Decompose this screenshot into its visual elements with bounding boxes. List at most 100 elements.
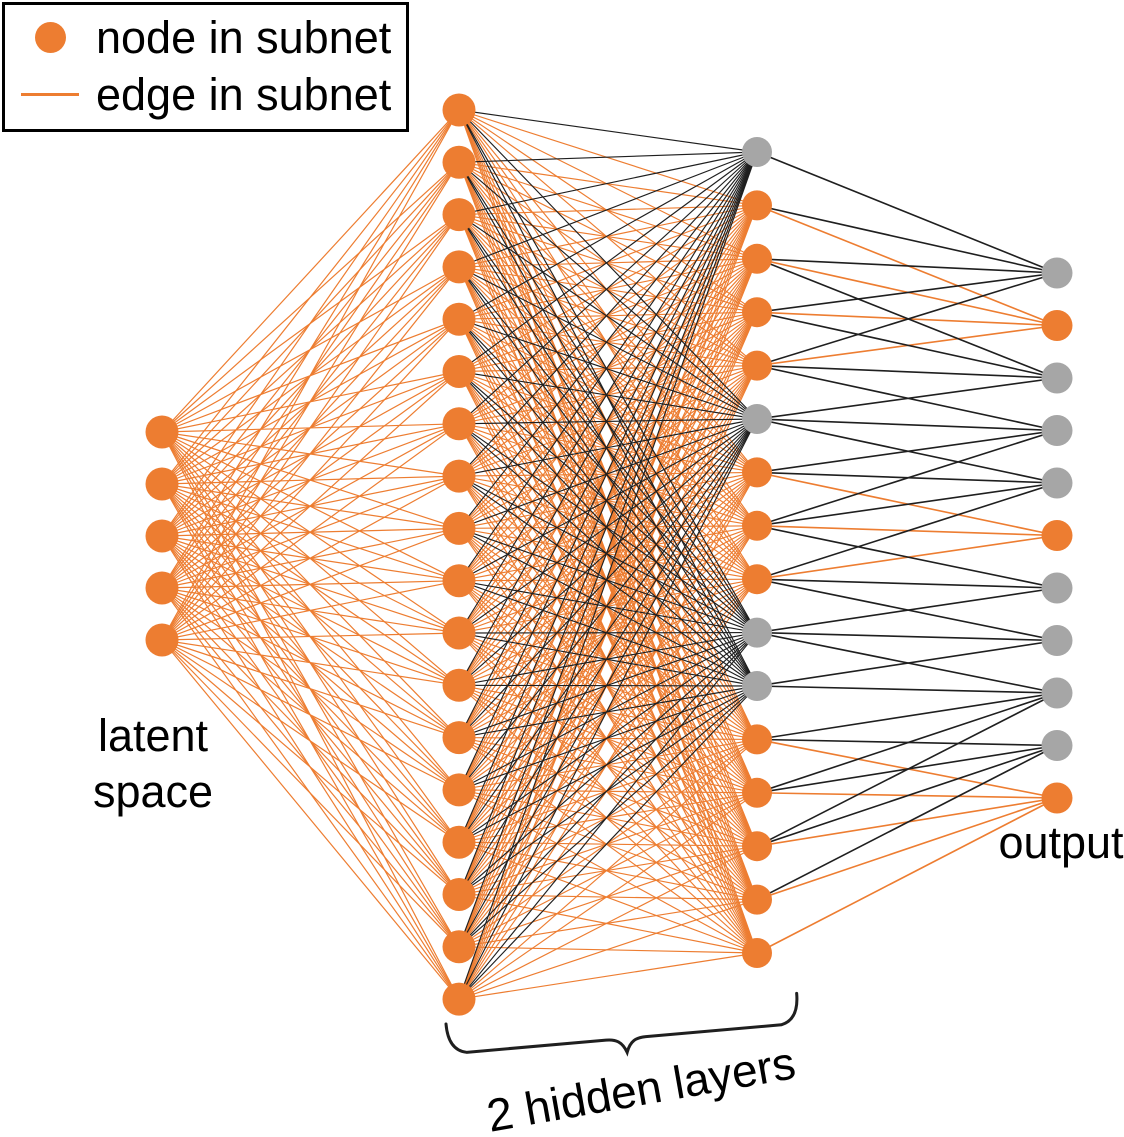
network-edge xyxy=(756,692,1058,741)
network-edge xyxy=(756,578,1058,589)
network-edge xyxy=(458,151,758,843)
hidden2-node xyxy=(742,457,772,488)
network-edge xyxy=(756,311,1058,379)
network-edge xyxy=(458,792,758,1000)
network-edge xyxy=(458,738,758,1000)
network-edge xyxy=(458,151,758,895)
network-edge xyxy=(458,205,758,1000)
output-node xyxy=(1041,730,1073,761)
hidden-layers-brace xyxy=(444,991,799,1057)
network-edge xyxy=(161,109,460,433)
network-edge xyxy=(756,418,1058,432)
latent-node xyxy=(145,623,179,657)
network-edge xyxy=(756,744,1058,847)
network-edge xyxy=(458,423,758,634)
network-edge xyxy=(756,578,1058,642)
network-edge xyxy=(458,632,758,1000)
subnet-node-icon xyxy=(34,22,66,53)
hidden1-node xyxy=(442,198,476,232)
network-edge xyxy=(458,418,758,1000)
network-edge xyxy=(458,151,758,425)
network-edge xyxy=(458,685,758,1000)
hidden1-node xyxy=(442,93,476,127)
network-edge xyxy=(756,744,1058,794)
network-edge xyxy=(161,109,460,537)
network-edge xyxy=(458,151,758,529)
nodes-layer xyxy=(145,93,1073,1016)
hidden2-node xyxy=(742,404,772,434)
hidden2-node xyxy=(742,617,772,648)
network-edge xyxy=(458,151,758,738)
legend-swatch-cell xyxy=(19,93,81,96)
network-edge xyxy=(161,109,460,485)
network-edge xyxy=(161,639,460,686)
hidden2-node xyxy=(742,777,772,808)
network-edge xyxy=(756,525,1058,589)
network-edge xyxy=(458,845,758,1000)
network-edge xyxy=(458,952,758,1000)
network-edge xyxy=(458,632,758,791)
network-edge xyxy=(458,318,758,420)
network-edge xyxy=(458,258,758,1000)
network-edge xyxy=(756,272,1058,367)
network-edge xyxy=(458,370,758,420)
network-edge xyxy=(161,639,460,739)
network-edge xyxy=(458,266,758,633)
output-node xyxy=(1041,362,1073,394)
network-edge xyxy=(458,151,758,634)
hidden1-node xyxy=(442,145,476,179)
network-edge xyxy=(458,151,758,948)
network-edge xyxy=(458,475,758,634)
network-edge xyxy=(161,423,460,641)
network-edge xyxy=(458,318,758,633)
hidden2-node xyxy=(742,671,772,701)
network-edge xyxy=(458,151,758,163)
network-edge xyxy=(161,639,460,1000)
network-edge xyxy=(458,109,758,420)
network-edge xyxy=(756,258,1058,274)
network-edge xyxy=(756,471,1058,484)
network-edge xyxy=(458,151,758,791)
hidden1-node xyxy=(442,878,476,911)
network-edge xyxy=(756,797,1058,901)
network-edge xyxy=(458,266,758,420)
network-edge xyxy=(458,151,758,477)
hidden1-node xyxy=(442,616,476,650)
latent-node xyxy=(145,415,179,449)
network-edge xyxy=(458,418,758,425)
latent-node xyxy=(145,519,179,553)
network-edge xyxy=(161,109,460,589)
network-edge xyxy=(458,632,758,895)
legend-row-edge: edge in subnet xyxy=(5,66,406,123)
output-node xyxy=(1041,257,1073,289)
output-node xyxy=(1041,467,1073,499)
network-edge xyxy=(458,632,758,843)
network-edge xyxy=(756,797,1058,954)
hidden2-node xyxy=(742,831,772,862)
hidden2-node xyxy=(742,510,772,541)
legend-swatch-cell xyxy=(19,22,81,53)
hidden2-node xyxy=(742,724,772,755)
network-edge xyxy=(458,580,758,634)
legend-node-label: node in subnet xyxy=(96,12,392,63)
legend-row-node: node in subnet xyxy=(5,9,406,66)
output-node xyxy=(1041,310,1073,341)
hidden1-node xyxy=(442,511,476,545)
network-edge xyxy=(458,151,758,320)
network-edge xyxy=(756,631,1058,694)
network-edge xyxy=(458,214,758,420)
output-node xyxy=(1041,572,1073,604)
subnet-edge-icon xyxy=(21,93,79,96)
network-edge xyxy=(756,204,1058,274)
network-edge xyxy=(161,639,460,791)
network-edge xyxy=(756,364,1058,432)
legend-edge-label: edge in subnet xyxy=(96,69,392,120)
network-edge xyxy=(458,161,758,633)
network-edge xyxy=(161,639,460,895)
hidden1-node xyxy=(442,668,476,702)
output-node xyxy=(1041,782,1073,814)
network-edge xyxy=(458,472,758,1000)
hidden1-node xyxy=(442,982,476,1016)
